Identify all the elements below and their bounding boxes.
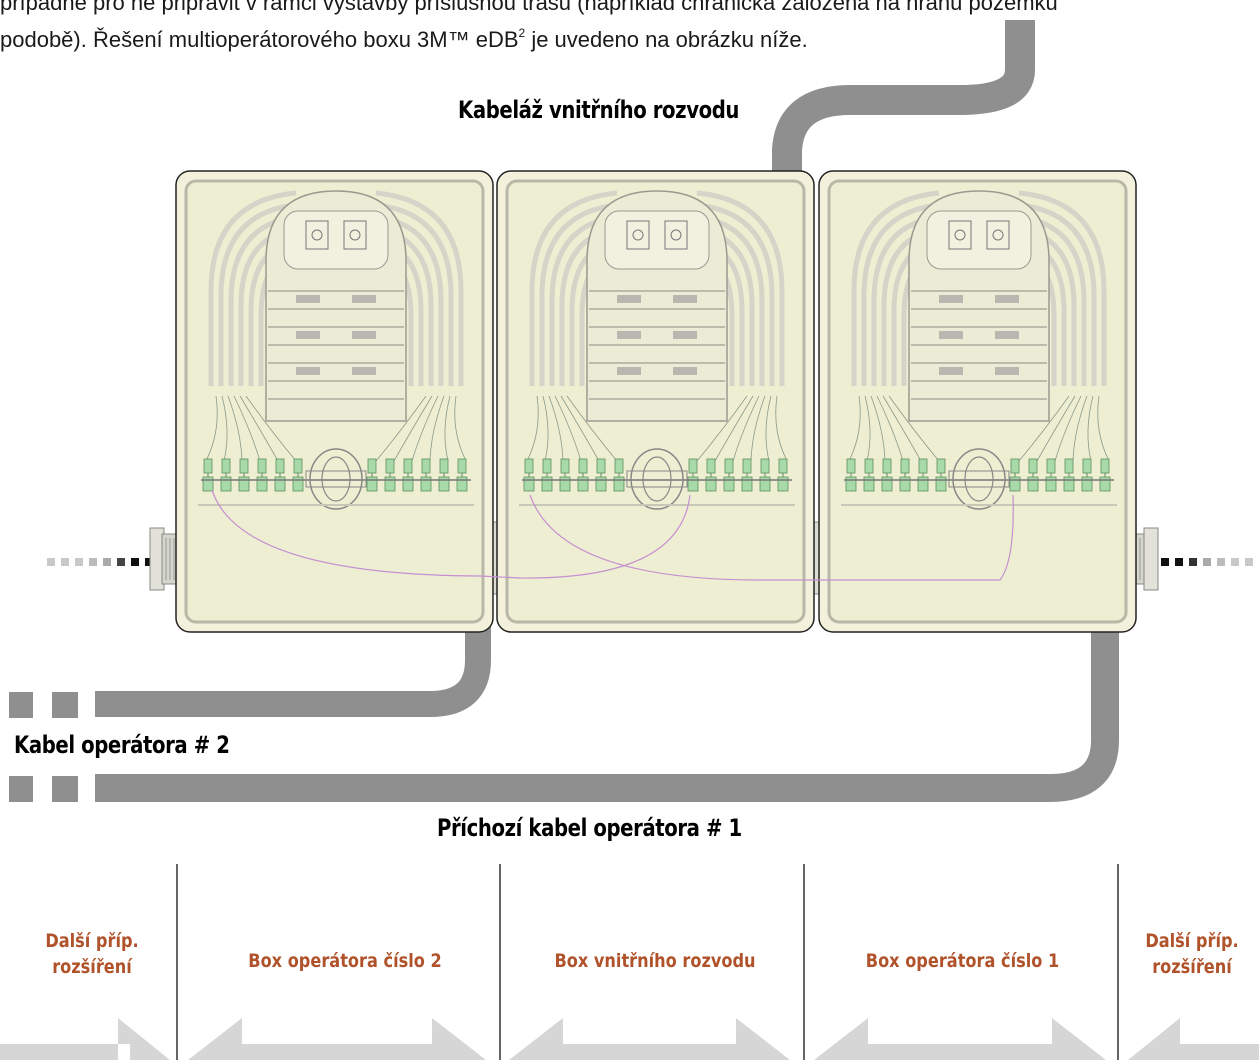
section-right-extension-line2: rozšíření [1152,956,1232,978]
operator1-cable [95,630,1119,802]
left-gland-icon [149,527,181,591]
operator2-cable-label: Kabel operátora # 2 [14,731,230,759]
left-extension-cable [47,558,167,566]
intro-line-1: případně pro ně připravit v rámci výstav… [0,0,1058,15]
patch-cords [211,489,1014,581]
arrow-internal [509,1018,790,1060]
right-extension-cable [1147,558,1253,566]
arrow-left-extension [0,1018,170,1060]
arrow-operator1 [814,1018,1106,1060]
section-left-extension-line2: rozšíření [52,956,132,978]
section-left-extension-line1: Další příp. [45,930,139,952]
section-right-extension-line1: Další příp. [1145,930,1239,952]
intro-line-2-tail: je uvedeno na obrázku níže. [525,27,808,52]
arrow-right-extension [1128,1018,1259,1060]
operator2-cable [95,622,491,717]
intro-line-2-main: podobě). Řešení multioperátorového boxu … [0,27,519,52]
section-left-extension: Další příp. rozšíření [33,928,152,980]
section-internal-box: Box vnitřního rozvodu [554,950,756,972]
section-operator2-box: Box operátora číslo 2 [248,950,442,972]
internal-distribution-box [496,170,815,633]
section-right-extension: Další příp. rozšíření [1137,928,1248,980]
section-operator1-box: Box operátora číslo 1 [865,950,1060,972]
intro-superscript: 2 [518,26,526,40]
operator1-box [818,170,1137,633]
arrow-operator2 [188,1018,486,1060]
section-dividers [176,864,1119,1060]
internal-cabling-label: Kabeláž vnitřního rozvodu [458,96,740,124]
operator2-box [175,170,494,633]
operator1-cable-label: Příchozí kabel operátora # 1 [437,814,742,842]
intro-line-2: podobě). Řešení multioperátorového boxu … [0,18,1259,55]
intro-text: případně pro ně připravit v rámci výstav… [0,0,1259,55]
internal-cable [772,20,1035,176]
